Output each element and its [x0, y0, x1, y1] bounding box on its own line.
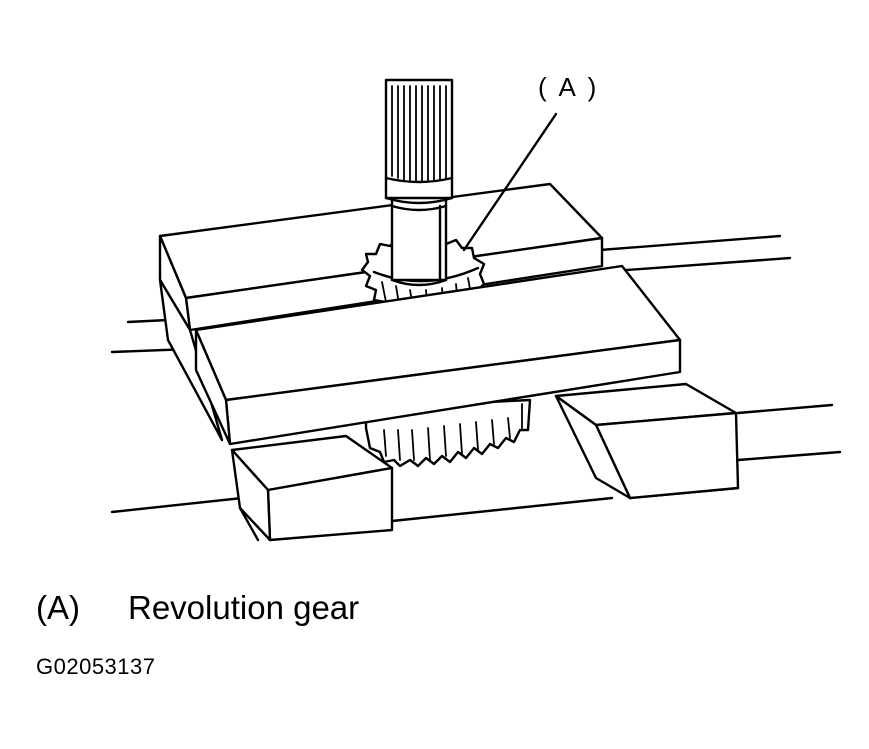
legend-key: (A) — [36, 589, 80, 626]
spline-shaft — [384, 78, 454, 287]
callout-a: ( A ) — [462, 72, 599, 252]
legend-row: (A) Revolution gear — [36, 588, 359, 628]
callout-label: ( A ) — [538, 72, 599, 102]
legend-label: Revolution gear — [128, 589, 360, 626]
lower-support-blocks — [230, 382, 740, 542]
figure-id: G02053137 — [36, 654, 156, 679]
front-plate — [194, 264, 682, 446]
press-fixture-diagram: ( A ) — [110, 72, 842, 542]
